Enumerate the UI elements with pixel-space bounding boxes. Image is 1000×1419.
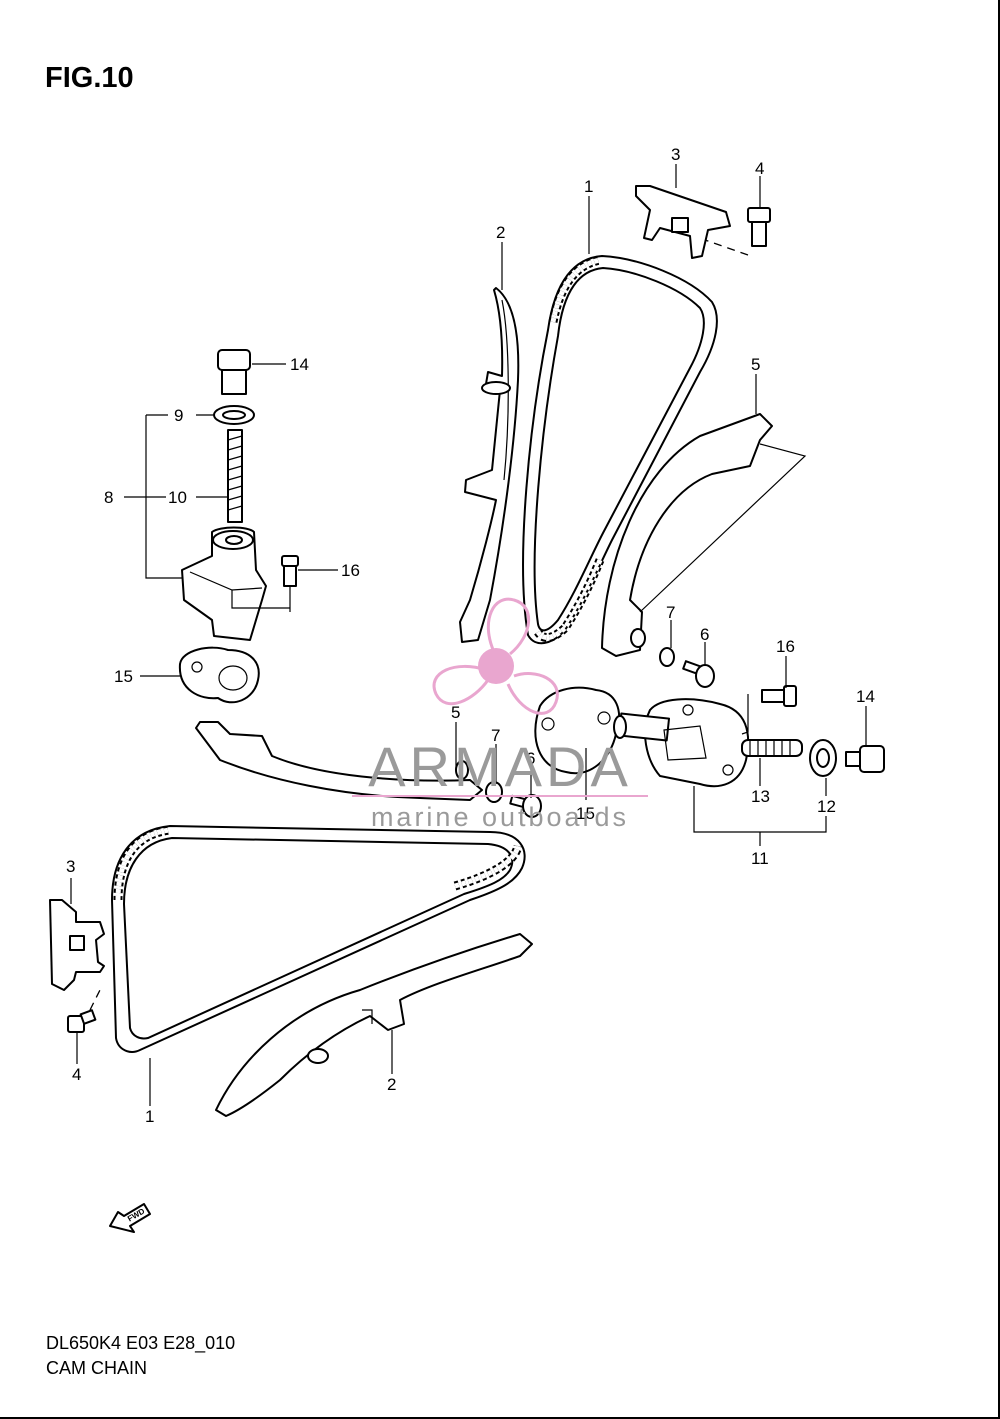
lower-tensioner-slipper [195,721,483,801]
callout-6-top: 6 [700,625,709,644]
callout-leaders [70,164,867,1106]
callout-9: 9 [174,406,183,425]
callout-10: 10 [168,488,187,507]
right-tensioner-assembly [534,685,885,788]
left-tensioner-assembly [178,349,299,704]
callout-2-bottom: 2 [387,1075,396,1094]
armada-watermark: ARMADA marine outboards [352,597,648,832]
lower-bracket-bolt [67,989,101,1033]
upper-chain-guide [459,287,520,643]
callout-15-mid: 15 [576,804,595,823]
callout-2-top: 2 [496,223,505,242]
lower-guide-bracket [49,899,105,991]
lower-chain-guide [215,933,533,1117]
callout-13: 13 [751,787,770,806]
lower-cam-chain [110,824,526,1053]
callout-4-top: 4 [755,159,764,178]
callout-1-bottom: 1 [145,1107,154,1126]
callout-numbers: 1 2 3 4 5 7 6 16 14 14 9 8 10 16 15 5 7 … [66,145,875,1126]
callout-6-mid: 6 [526,749,535,768]
callout-5-mid: 5 [451,703,460,722]
callout-4-bottom: 4 [72,1065,81,1084]
callout-16-right: 16 [776,637,795,656]
watermark-brand: ARMADA [368,735,632,798]
callout-8: 8 [104,488,113,507]
diagram-name: CAM CHAIN [46,1358,148,1378]
callout-14-left: 14 [290,355,309,374]
callout-16-left: 16 [341,561,360,580]
callout-5-top: 5 [751,355,760,374]
callout-1-top: 1 [584,177,593,196]
callout-15-left: 15 [114,667,133,686]
upper-tensioner-slipper [601,413,807,657]
upper-guide-bracket [635,185,731,259]
callout-3-top: 3 [671,145,680,164]
upper-washer-and-bolt [659,647,715,688]
callout-7-top: 7 [666,603,675,622]
callout-12: 12 [817,797,836,816]
upper-bracket-bolt [704,207,771,256]
propeller-logo-icon [432,597,559,715]
upper-cam-chain [522,254,718,645]
callout-3-bottom: 3 [66,857,75,876]
fwd-direction-arrow-icon: FWD [109,1203,151,1233]
watermark-tagline: marine outboards [371,802,629,832]
callout-14-right: 14 [856,687,875,706]
diagram-code: DL650K4 E03 E28_010 [46,1333,236,1353]
figure-title: FIG.10 [45,62,134,94]
callout-7-mid: 7 [491,726,500,745]
callout-11: 11 [751,849,769,868]
